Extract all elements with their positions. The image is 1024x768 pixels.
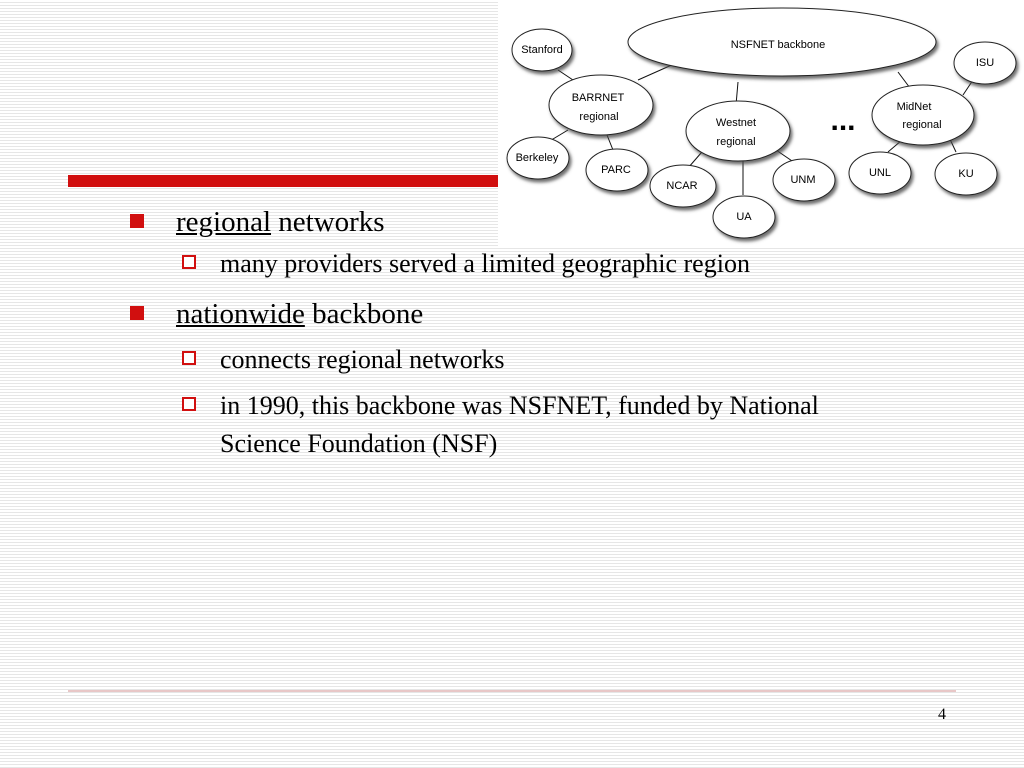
bullet-list: regional networks many providers served … — [130, 205, 990, 463]
label-parc: PARC — [601, 164, 631, 176]
label-midnet: MidNet — [897, 101, 932, 113]
network-diagram-svg: NSFNET backbone Stanford BARRNET regiona… — [506, 7, 1017, 239]
hollow-square-bullet-icon — [182, 255, 196, 269]
hollow-square-bullet-icon — [182, 397, 196, 411]
node-isu — [953, 41, 1017, 85]
node-stanford — [511, 28, 573, 72]
label-ua: UA — [736, 211, 752, 223]
title-rule — [68, 175, 508, 187]
sub-bullet-text: many providers served a limited geograph… — [220, 249, 750, 278]
bullet-regional-networks: regional networks — [130, 205, 990, 239]
bullet-text: backbone — [304, 298, 424, 330]
bullet-term: nationwide — [176, 298, 305, 330]
label-ku: KU — [958, 168, 973, 180]
node-parc — [585, 148, 649, 192]
hollow-square-bullet-icon — [182, 351, 196, 365]
node-midnet — [871, 84, 975, 146]
sub-bullet: connects regional networks — [130, 341, 990, 379]
label-ncar: NCAR — [666, 180, 697, 192]
label-midnet-regional: regional — [902, 119, 941, 131]
bullet-nationwide-backbone: nationwide backbone — [130, 297, 990, 331]
filled-square-bullet-icon — [130, 214, 144, 228]
label-westnet-regional: regional — [716, 136, 755, 148]
label-westnet: Westnet — [716, 117, 756, 129]
label-stanford: Stanford — [521, 44, 563, 56]
sub-bullet: many providers served a limited geograph… — [130, 245, 990, 283]
node-ncar — [649, 164, 717, 208]
footer-rule — [68, 690, 956, 692]
sub-bullet-text: in 1990, this backbone was NSFNET, funde… — [220, 391, 819, 458]
sub-bullet-text: connects regional networks — [220, 345, 505, 374]
network-diagram: NSFNET backbone Stanford BARRNET regiona… — [498, 0, 1024, 246]
node-ku — [934, 152, 998, 196]
label-unm: UNM — [790, 174, 815, 186]
node-berkeley — [506, 136, 570, 180]
label-unl: UNL — [869, 167, 891, 179]
node-nsfnet-backbone — [627, 7, 937, 77]
filled-square-bullet-icon — [130, 306, 144, 320]
node-unm — [772, 158, 836, 202]
page-number: 4 — [938, 706, 946, 723]
node-barrnet — [548, 74, 654, 136]
label-isu: ISU — [976, 57, 994, 69]
label-barrnet: BARRNET — [572, 92, 625, 104]
label-barrnet-regional: regional — [579, 111, 618, 123]
node-unl — [848, 151, 912, 195]
bullet-text: networks — [271, 206, 385, 238]
diagram-ellipsis: ... — [830, 104, 855, 137]
label-nsfnet-backbone: NSFNET backbone — [731, 39, 826, 51]
node-westnet — [685, 100, 791, 162]
label-berkeley: Berkeley — [516, 152, 559, 164]
sub-bullet: in 1990, this backbone was NSFNET, funde… — [130, 387, 900, 463]
node-ua — [712, 195, 776, 239]
bullet-term: regional — [176, 206, 272, 238]
